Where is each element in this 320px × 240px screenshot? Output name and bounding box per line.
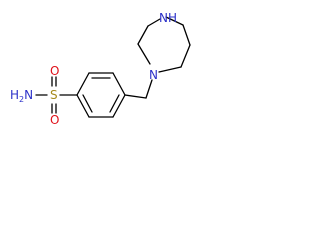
molecule-structure: NH N S O O H2N	[10, 11, 191, 127]
bond	[137, 43, 151, 65]
oxygen-top-label: O	[50, 64, 59, 78]
bond	[180, 44, 191, 68]
amine-label: H2N	[10, 88, 33, 104]
benzene-ring	[76, 72, 126, 118]
bond	[76, 94, 90, 118]
bond	[124, 94, 147, 99]
bond	[76, 72, 90, 96]
n-label: N	[149, 68, 158, 82]
oxygen-bottom-label: O	[50, 113, 59, 127]
diazepane-ring	[137, 16, 191, 73]
sulfur-label: S	[50, 88, 58, 102]
bond	[145, 79, 153, 99]
bond	[158, 66, 182, 73]
bond	[147, 18, 161, 27]
nh-label: NH	[159, 11, 177, 25]
bond	[112, 72, 126, 96]
bond	[109, 94, 120, 113]
bond	[112, 94, 126, 118]
bond	[137, 25, 149, 45]
bond	[165, 16, 184, 26]
bond	[82, 94, 93, 113]
bond	[182, 24, 191, 46]
